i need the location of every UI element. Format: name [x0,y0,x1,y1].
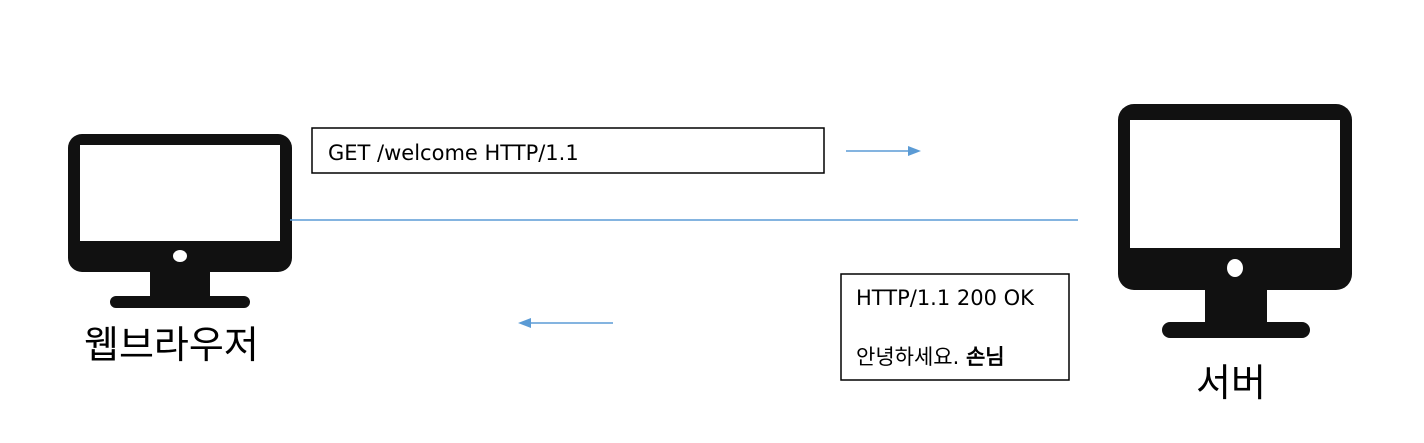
request-text: GET /welcome HTTP/1.1 [328,141,579,165]
server-monitor-neck [1205,290,1267,326]
server-monitor-base [1162,322,1310,338]
client-monitor-base [110,296,250,308]
request-arrow [846,146,921,156]
response-body: 안녕하세요. 손님 [856,345,1005,369]
response-body-prefix: 안녕하세요. [856,345,966,369]
server-power-button [1227,259,1243,277]
response-body-bold: 손님 [966,345,1005,369]
client-label: 웹브라우저 [84,323,259,367]
server-monitor-icon [1118,104,1352,338]
client-power-button [173,250,187,262]
server-screen [1130,120,1340,248]
client-monitor-neck [150,272,210,298]
response-arrow [518,318,613,328]
response-status-line: HTTP/1.1 200 OK [856,286,1035,310]
request-box [311,127,825,174]
response-box [840,273,1070,381]
response-message: HTTP/1.1 200 OK 안녕하세요. 손님 [840,273,1070,381]
client-monitor-icon [68,134,292,308]
request-message: GET /welcome HTTP/1.1 [311,127,825,174]
server-label: 서버 [1196,361,1266,405]
client-screen [80,145,280,241]
